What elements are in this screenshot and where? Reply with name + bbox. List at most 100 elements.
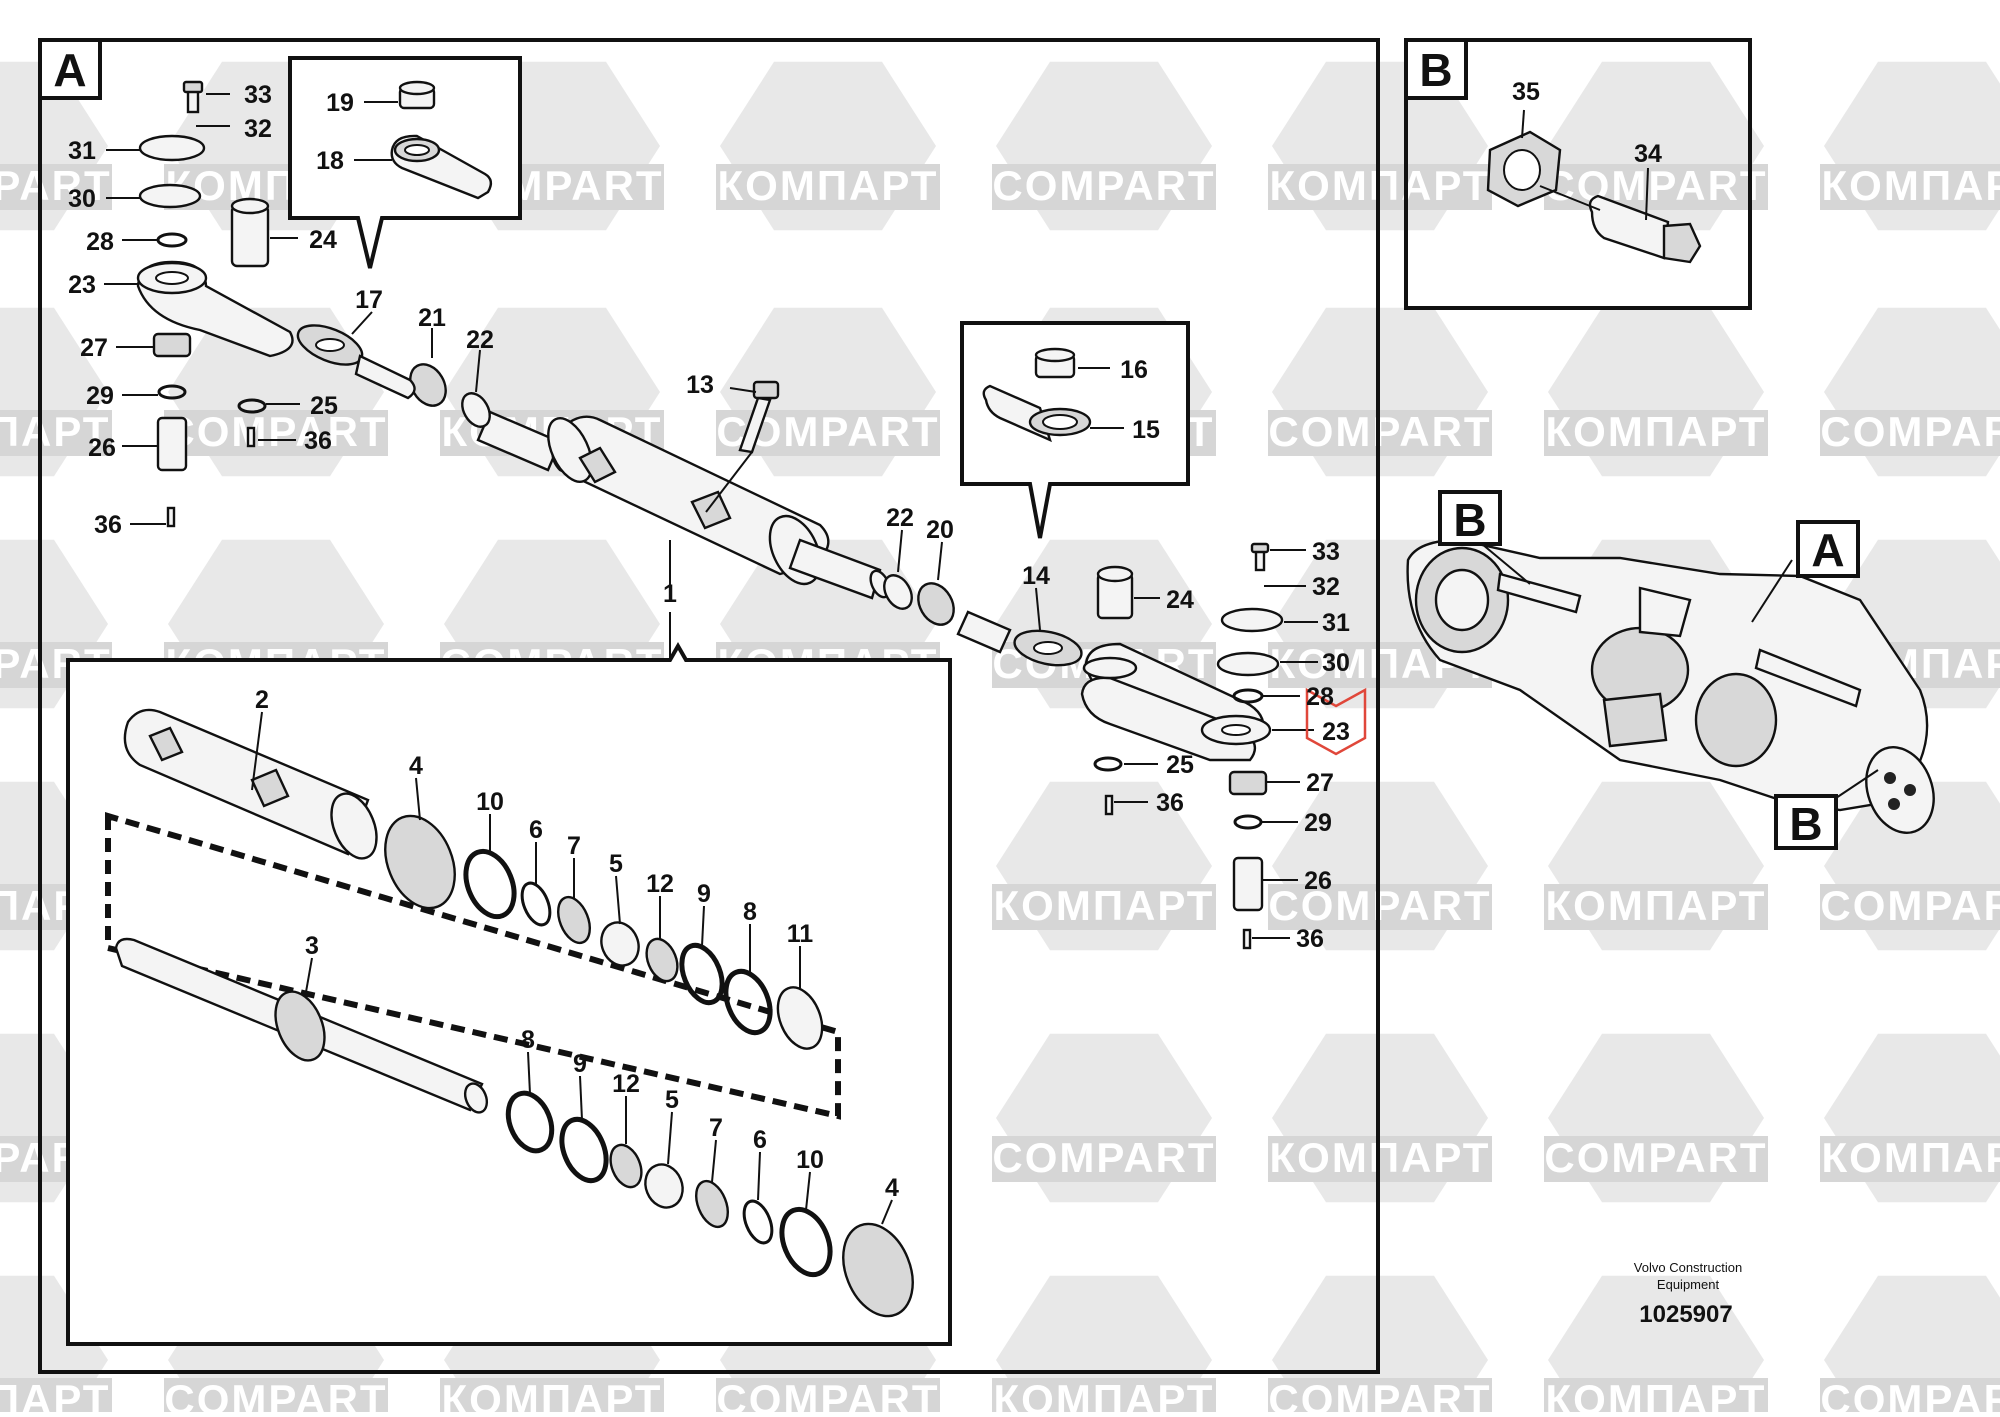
callout-6-bottom: 6 [753,1126,767,1154]
callout-8-bottom: 8 [521,1026,535,1054]
watermark-text: COMPART [1544,1134,1767,1181]
callout-27-left: 27 [80,334,108,362]
callout-9-bottom: 9 [573,1050,587,1078]
overview-label-a: A [1811,524,1844,576]
callout-4-bottom: 4 [885,1174,899,1202]
panel-a-letter: A [53,44,86,96]
watermark-band [1820,1136,2000,1182]
callout-8-top: 8 [743,898,757,926]
axle-overview [1406,538,1935,834]
callout-26-right: 26 [1304,867,1332,895]
panel-b-frame [1404,38,1752,310]
callout-34: 34 [1634,140,1662,168]
maker-line-2: Equipment [1657,1277,1720,1292]
watermark-band [1820,884,2000,930]
callout-15: 15 [1132,416,1160,444]
callout-9-top: 9 [697,880,711,908]
watermark-text: КОМПАРТ [1546,882,1767,929]
watermark-text: КОМПАРТ [0,408,110,455]
overview-label-b-top: B [1453,494,1486,546]
callout-22-left: 22 [466,326,494,354]
callout-30-right: 30 [1322,649,1350,677]
callout-36-right-lower: 36 [1296,925,1324,953]
watermark-text: COMPART [1544,162,1767,209]
cylinder-exploded-view [66,612,952,1346]
callout-12-top: 12 [646,870,674,898]
watermark-band [716,1378,940,1417]
watermark-band [992,164,1216,210]
callout-19: 19 [326,89,354,117]
panel-b-tag [1404,38,1468,100]
callout-13: 13 [686,371,714,399]
watermark-text: КОМПАРТ [1546,1376,1767,1412]
callout-10-top: 10 [476,788,504,816]
callout-24-left: 24 [309,226,337,254]
callout-5-top: 5 [609,850,623,878]
overview-tag-a [1796,520,1860,578]
callout-27-right: 27 [1306,769,1334,797]
watermark-band [164,410,388,456]
watermark-band [1268,1378,1492,1417]
callout-23-right[interactable]: 23 [1322,718,1350,746]
watermark-band [440,1378,664,1417]
watermark-text: COMPART [1820,882,2000,929]
callout-14: 14 [1022,562,1050,590]
callout-11: 11 [787,920,814,948]
watermark-band [1820,164,2000,210]
callout-16: 16 [1120,356,1148,384]
watermark-band [992,884,1216,930]
detail-box-rod-end-left [288,56,522,269]
callout-31-left: 31 [68,137,96,165]
watermark-text: КОМПАРТ [442,1376,663,1412]
detail-box-rod-end-right [960,321,1190,539]
callout-32-right: 32 [1312,573,1340,601]
right-lever-stack [1080,542,1284,950]
watermark-text: COMPART [164,1376,387,1412]
callout-25-right: 25 [1166,751,1194,779]
watermark-band [1544,884,1768,930]
maker-line-1: Volvo Construction [1634,1260,1742,1275]
callout-28-right: 28 [1306,683,1334,711]
callout-26-left: 26 [88,434,116,462]
watermark-band [1544,1378,1768,1417]
callout-35: 35 [1512,78,1540,106]
watermark-text: COMPART [0,162,112,209]
callout-20: 20 [926,516,954,544]
watermark-band [0,164,112,210]
watermark-band [164,1378,388,1417]
callout-36-left-lower: 36 [94,511,122,539]
callout-17: 17 [355,286,383,314]
callout-12-bottom: 12 [612,1070,640,1098]
watermark-text: КОМПАРТ [1822,162,2000,209]
watermark-text: COMPART [1268,1376,1491,1412]
overview-tag-b-top [1438,490,1502,546]
overview-label-b-bottom: B [1789,798,1822,850]
highlight-hexagon[interactable] [1305,687,1367,756]
watermark-band [1820,1378,2000,1417]
steering-cylinder-assembly [296,324,1083,667]
watermark-band [1820,410,2000,456]
watermark-band [0,1378,112,1417]
watermark-band [1544,1136,1768,1182]
callout-36-right-upper: 36 [1156,789,1184,817]
panel-a-frame [38,38,1380,1374]
callout-29-right: 29 [1304,809,1332,837]
watermark-text: КОМПАРТ [0,1376,110,1412]
callout-24-right: 24 [1166,586,1194,614]
panel-a-tag [38,38,102,100]
callout-10-bottom: 10 [796,1146,824,1174]
callout-1: 1 [663,580,677,608]
callout-31-right: 31 [1322,609,1350,637]
watermark-text: КОМПАРТ [1822,1134,2000,1181]
callout-23-left: 23 [68,271,96,299]
callout-3: 3 [305,932,319,960]
watermark-text: КОМПАРТ [994,882,1215,929]
callout-29-left: 29 [86,382,114,410]
watermark-band [0,410,112,456]
watermark-text: КОМПАРТ [1546,408,1767,455]
watermark-text: COMPART [1820,408,2000,455]
panel-b-letter: B [1419,44,1452,96]
watermark-text: КОМПАРТ [994,1376,1215,1412]
